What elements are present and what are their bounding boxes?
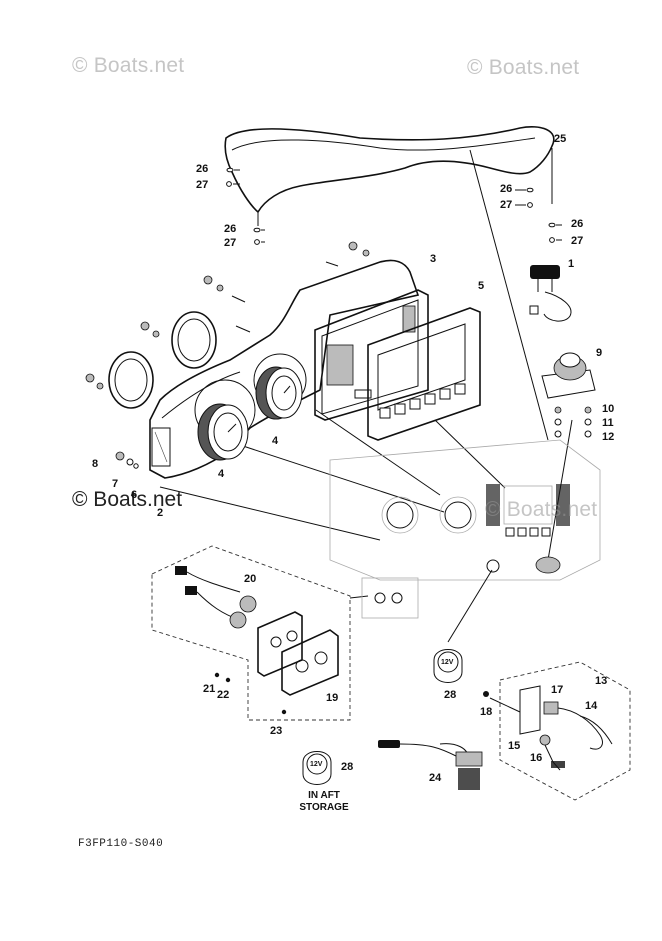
callout-1: 1: [568, 258, 575, 270]
visor-hardware: [226, 167, 562, 245]
callout-27: 27: [196, 179, 209, 191]
harness-group: [483, 661, 631, 801]
callout-26: 26: [196, 163, 209, 175]
storage-note-line1: IN AFT: [308, 790, 340, 801]
callout-11: 11: [602, 417, 614, 429]
aux-port-group: [151, 545, 369, 721]
callout-14: 14: [585, 700, 598, 712]
aux-port-preview: [361, 577, 419, 619]
gauge-right: [255, 366, 303, 420]
joystick-controller: [541, 352, 596, 438]
callout-2: 2: [157, 507, 164, 519]
callout-26: 26: [500, 183, 513, 195]
power-socket-dash: [433, 569, 493, 683]
socket-label: 12V: [310, 761, 323, 768]
callout-28: 28: [341, 761, 354, 773]
dash-visor: [224, 126, 555, 226]
watermark-main: © Boats.net: [72, 488, 183, 511]
callout-26: 26: [224, 223, 237, 235]
callout-12: 12: [602, 431, 615, 443]
diagram-code: F3FP110-S040: [78, 838, 164, 850]
callout-23: 23: [270, 725, 283, 737]
callout-20: 20: [244, 573, 257, 585]
callout-25: 25: [554, 133, 567, 145]
watermark-middle-right: © Boats.net: [485, 498, 598, 521]
callout-27: 27: [571, 235, 584, 247]
leader-line: [159, 486, 381, 541]
leader-line: [469, 149, 549, 441]
callout-21: 21: [203, 683, 216, 695]
antenna-cable: [378, 740, 483, 790]
watermark-top-left: © Boats.net: [72, 54, 185, 77]
callout-24: 24: [429, 772, 442, 784]
multi-function-display: [367, 307, 481, 441]
callout-4: 4: [218, 468, 225, 480]
socket-label: 12V: [441, 659, 454, 666]
callout-26: 26: [571, 218, 584, 230]
callout-22: 22: [217, 689, 230, 701]
callout-5: 5: [478, 280, 485, 292]
gauge-bezels: [108, 311, 217, 409]
fastener-group: [85, 241, 370, 469]
callout-27: 27: [500, 199, 513, 211]
callout-10: 10: [602, 403, 615, 415]
callout-8: 8: [92, 458, 99, 470]
power-socket-aft: [302, 751, 332, 785]
leader-line: [434, 419, 506, 489]
switch-unit: [529, 265, 572, 322]
gauge-left: [197, 403, 249, 461]
callout-7: 7: [112, 478, 119, 490]
callout-3: 3: [430, 253, 437, 265]
callout-16: 16: [530, 752, 543, 764]
callout-13: 13: [595, 675, 608, 687]
display-housing: [314, 289, 429, 421]
leader-line: [239, 444, 445, 513]
callout-17: 17: [551, 684, 564, 696]
callout-9: 9: [596, 347, 603, 359]
callout-19: 19: [326, 692, 339, 704]
callout-4: 4: [272, 435, 279, 447]
leader-line: [315, 409, 441, 496]
callout-6: 6: [131, 489, 138, 501]
dash-assembled-view: [329, 439, 601, 581]
callout-15: 15: [508, 740, 521, 752]
watermark-top-right: © Boats.net: [467, 56, 580, 79]
callout-18: 18: [480, 706, 493, 718]
storage-note-line2: STORAGE: [299, 802, 349, 813]
storage-note: IN AFT STORAGE: [292, 790, 356, 814]
callout-28: 28: [444, 689, 457, 701]
callout-27: 27: [224, 237, 237, 249]
